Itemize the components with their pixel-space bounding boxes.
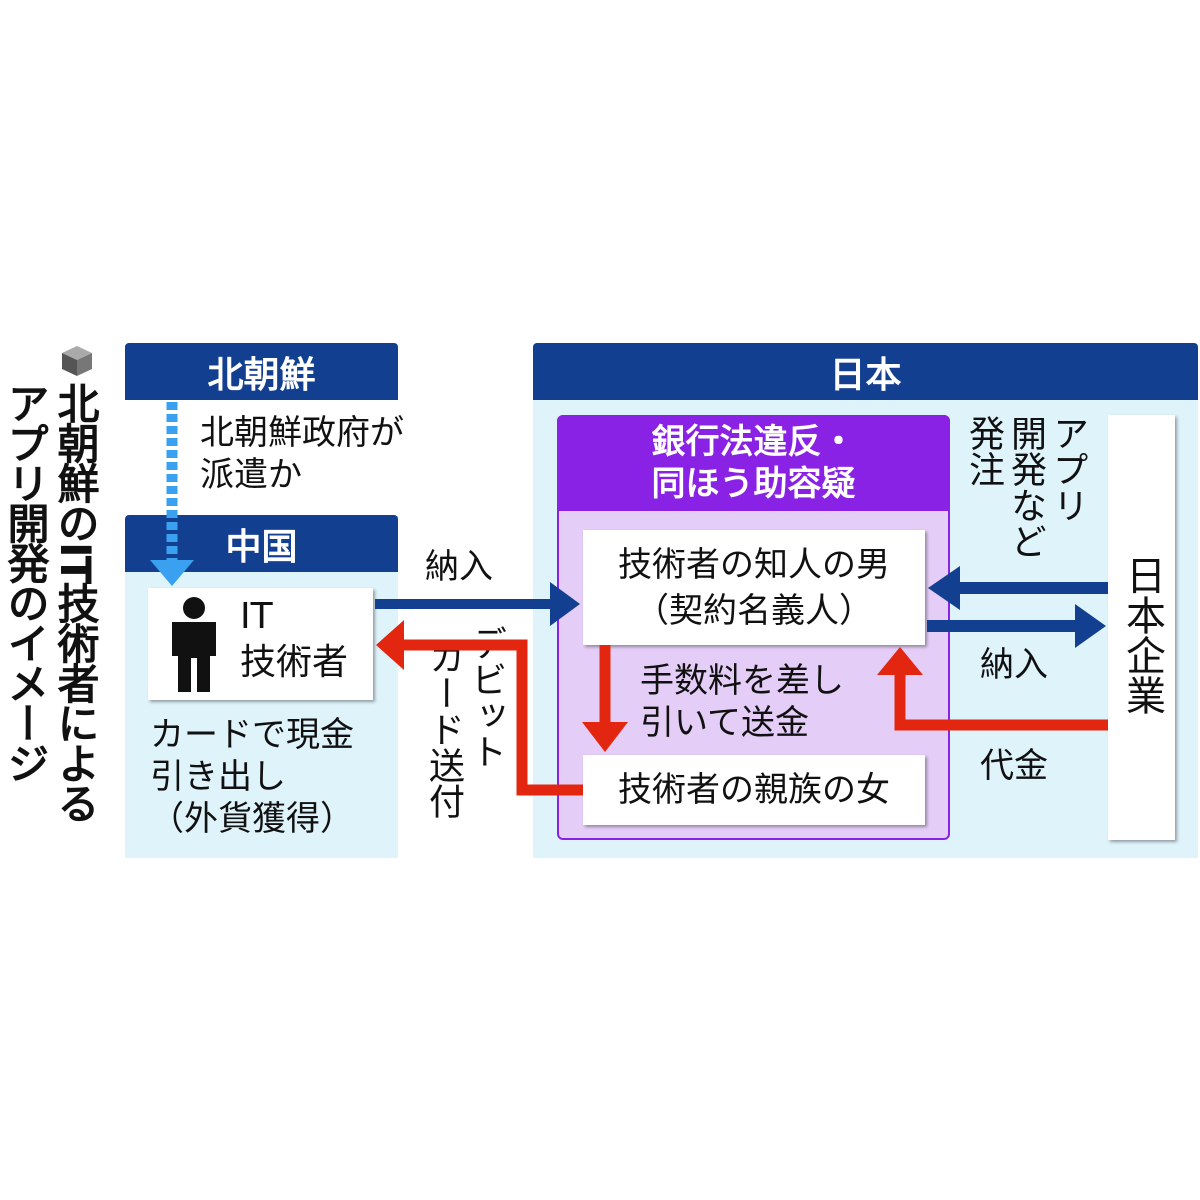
fee-note-line: 手数料を差し <box>640 661 844 701</box>
engineer-label: 技術者 <box>240 642 349 683</box>
japan-header: 日本 <box>533 343 1198 400</box>
order-label: アプリ 開発など 発注 <box>962 415 1088 585</box>
engineer-label-it: IT <box>240 596 273 637</box>
debit-card-label: デビット カード送付 <box>422 625 506 865</box>
order-line: 開発など <box>1005 415 1046 559</box>
payment-label: 代金 <box>980 746 1048 786</box>
suspicion-line: 同ほう助容疑 <box>651 464 856 504</box>
cash-note-line: 引き出し <box>150 757 286 797</box>
cash-note-line: （外貨獲得） <box>150 799 354 839</box>
cube-icon <box>60 344 94 378</box>
order-line: アプリ <box>1047 415 1088 523</box>
dispatch-note-line: 派遣か <box>200 455 302 495</box>
cash-withdrawal-note: カードで現金 引き出し （外貨獲得） <box>150 714 354 840</box>
dispatch-note: 北朝鮮政府が 派遣か <box>200 412 404 496</box>
suspicion-line: 銀行法違反・ <box>651 422 856 462</box>
acquaintance-box: 技術者の知人の男 （契約名義人） <box>583 530 925 645</box>
debit-card-line: カード送付 <box>423 639 464 819</box>
order-line: 発注 <box>963 415 1004 487</box>
debit-card-line: デビット <box>465 625 506 769</box>
title-line1: 北朝鮮のIT技術者による <box>51 382 100 823</box>
delivery-label-left: 納入 <box>425 547 493 587</box>
north-korea-header: 北朝鮮 <box>125 343 398 400</box>
it-engineer-box: IT 技術者 <box>148 588 373 700</box>
fee-note-line: 引いて送金 <box>640 703 809 743</box>
delivery-label-right: 納入 <box>980 645 1048 685</box>
fee-note: 手数料を差し 引いて送金 <box>640 660 844 744</box>
suspicion-header: 銀行法違反・ 同ほう助容疑 <box>557 415 950 511</box>
title-line2: アプリ開発のイメージ <box>1 382 50 782</box>
acquaintance-label: 技術者の知人の男 <box>618 545 890 585</box>
relative-box: 技術者の親族の女 <box>583 755 925 825</box>
dispatch-note-line: 北朝鮮政府が <box>200 413 404 453</box>
china-header: 中国 <box>125 515 398 572</box>
acquaintance-sublabel: （契約名義人） <box>635 591 873 631</box>
japanese-company-box: 日本企業 <box>1108 415 1175 840</box>
person-icon <box>164 596 224 692</box>
cash-note-line: カードで現金 <box>150 715 354 755</box>
